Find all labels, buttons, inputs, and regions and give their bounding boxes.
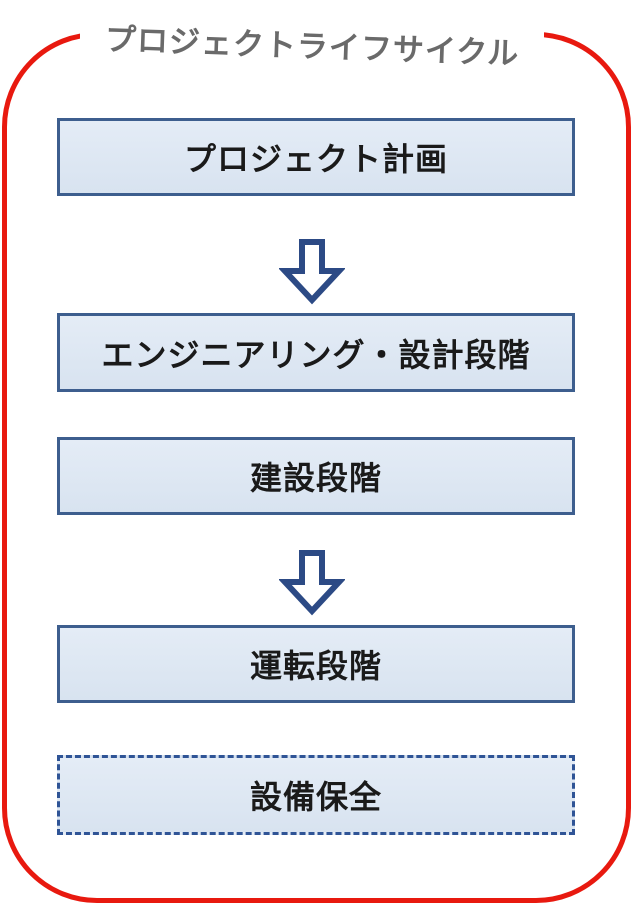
- stage-label-construction: 建設段階: [249, 460, 382, 496]
- stage-label-operation: 運転段階: [249, 648, 382, 684]
- stage-label-equipment-maintenance: 設備保全: [249, 779, 382, 815]
- diagram-title: プロジェクトライフサイクル: [104, 21, 520, 71]
- stage-box-engineering-design: エンジニアリング・設計段階: [57, 313, 575, 392]
- stage-label-project-planning: プロジェクト計画: [183, 141, 448, 177]
- stage-box-construction: 建設段階: [57, 437, 575, 515]
- stage-box-equipment-maintenance: 設備保全: [57, 755, 575, 835]
- stage-box-operation: 運転段階: [57, 625, 575, 703]
- stage-box-project-planning: プロジェクト計画: [57, 118, 575, 196]
- stage-label-engineering-design: エンジニアリング・設計段階: [101, 336, 531, 373]
- down-arrow-icon: [279, 239, 345, 305]
- diagram-title-area: プロジェクトライフサイクル: [80, 16, 544, 71]
- down-arrow-icon: [279, 550, 345, 616]
